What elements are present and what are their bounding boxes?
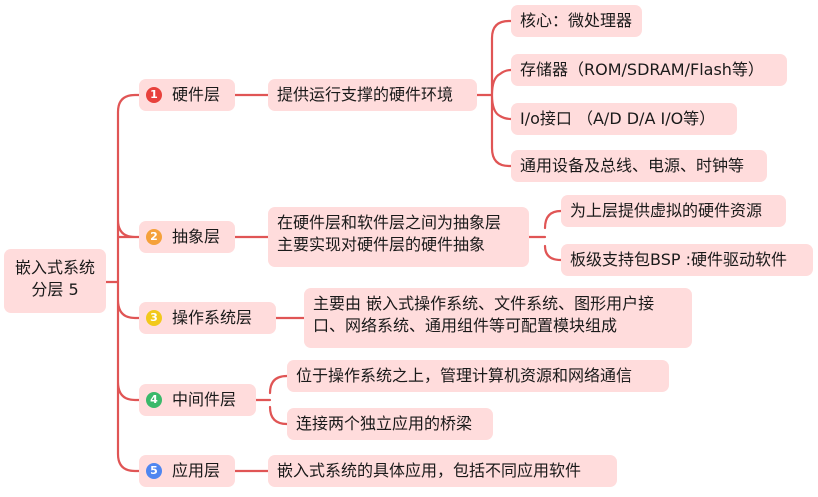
- layer-label: 硬件层: [172, 85, 221, 104]
- layer-os: 3 操作系统层: [139, 302, 276, 334]
- layer-hardware: 1 硬件层: [139, 79, 235, 111]
- number-1-icon: 1: [146, 87, 162, 103]
- layer-application: 5 应用层: [139, 455, 235, 487]
- root-title-line1: 嵌入式系统: [14, 258, 95, 277]
- middleware-detail-manage: 位于操作系统之上，管理计算机资源和网络通信: [287, 360, 669, 392]
- application-description: 嵌入式系统的具体应用，包括不同应用软件: [268, 455, 617, 487]
- abstraction-detail-bsp: 板级支持包BSP :硬件驱动软件: [561, 244, 813, 276]
- desc-line: 主要由 嵌入式操作系统、文件系统、图形用户接: [313, 294, 655, 313]
- root-title-line2: 分层 5: [31, 280, 79, 299]
- hardware-detail-core: 核心：微处理器: [511, 5, 642, 37]
- layer-label: 操作系统层: [172, 308, 253, 327]
- number-5-icon: 5: [146, 463, 162, 479]
- hardware-description: 提供运行支撑的硬件环境: [268, 79, 477, 111]
- desc-line: 口、网络系统、通用组件等可配置模块组成: [313, 316, 618, 335]
- abstraction-description: 在硬件层和软件层之间为抽象层 主要实现对硬件层的硬件抽象: [268, 207, 529, 267]
- desc-line: 主要实现对硬件层的硬件抽象: [277, 235, 486, 254]
- middleware-detail-bridge: 连接两个独立应用的桥梁: [287, 408, 493, 440]
- root-node: 嵌入式系统 分层 5: [4, 249, 106, 313]
- layer-middleware: 4 中间件层: [139, 384, 256, 416]
- os-description: 主要由 嵌入式操作系统、文件系统、图形用户接 口、网络系统、通用组件等可配置模块…: [304, 288, 692, 348]
- hardware-detail-bus: 通用设备及总线、电源、时钟等: [511, 150, 767, 182]
- number-4-icon: 4: [146, 392, 162, 408]
- layer-label: 抽象层: [172, 227, 221, 246]
- number-3-icon: 3: [146, 310, 162, 326]
- number-2-icon: 2: [146, 229, 162, 245]
- hardware-detail-memory: 存储器（ROM/SDRAM/Flash等）: [511, 54, 787, 86]
- hardware-detail-io: I/o接口 （A/D D/A I/O等）: [511, 103, 737, 135]
- layer-abstraction: 2 抽象层: [139, 221, 235, 253]
- layer-label: 应用层: [172, 461, 221, 480]
- desc-line: 在硬件层和软件层之间为抽象层: [277, 213, 502, 232]
- abstraction-detail-virtual: 为上层提供虚拟的硬件资源: [561, 195, 786, 227]
- layer-label: 中间件层: [172, 390, 237, 409]
